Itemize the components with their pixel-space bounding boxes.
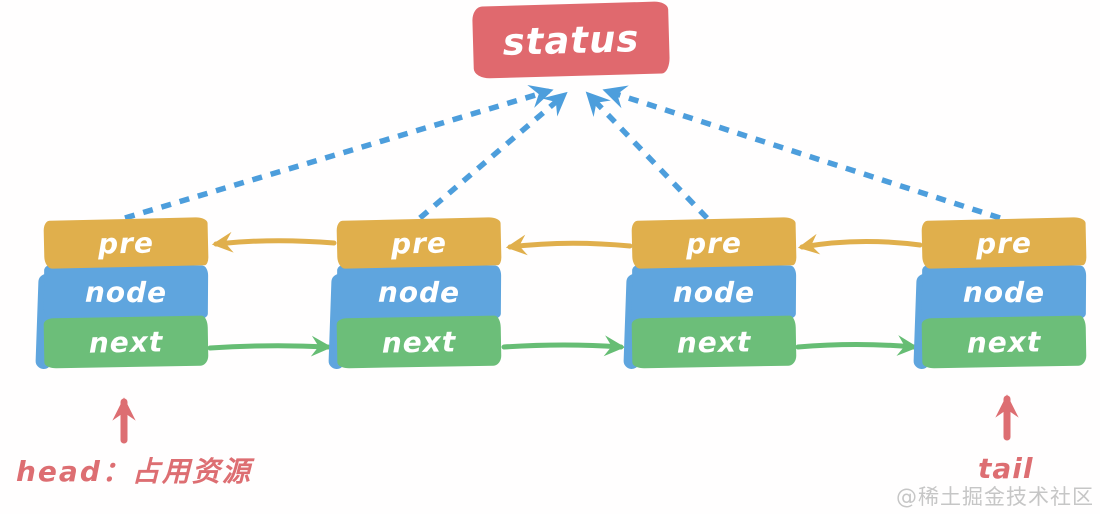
node-field-pre: pre [43, 217, 209, 269]
node-field-next: next [336, 315, 502, 369]
node-field-node: node [43, 264, 209, 320]
field-label: next [88, 324, 164, 360]
pre-pointer-arrow [211, 231, 337, 253]
status-reference-arrow [418, 91, 568, 221]
node-field-next: next [43, 315, 209, 369]
node-field-next: next [631, 315, 797, 369]
list-node-1: pre node next [35, 217, 209, 370]
node-field-next: next [921, 315, 1087, 369]
status-reference-arrow [585, 91, 709, 220]
status-reference-arrow [602, 85, 1001, 221]
pre-pointer-arrows [211, 231, 923, 256]
field-label: node [84, 275, 168, 309]
next-pointer-arrows [207, 335, 919, 357]
field-label: next [966, 324, 1042, 360]
status-reference-arrows [124, 85, 1001, 221]
node-field-pre: pre [631, 217, 797, 269]
head-annotation: head：占用资源 [16, 455, 252, 488]
status-box: status [472, 1, 670, 79]
field-label: node [672, 275, 756, 309]
next-pointer-arrow [795, 335, 919, 356]
field-label: pre [97, 225, 155, 261]
field-label: next [381, 324, 457, 360]
node-field-pre: pre [921, 217, 1087, 269]
status-reference-arrow [124, 85, 554, 221]
field-label: pre [390, 225, 448, 261]
field-label: node [962, 275, 1046, 309]
node-field-pre: pre [336, 217, 502, 269]
status-label: status [502, 16, 640, 64]
list-node-3: pre node next [623, 217, 797, 370]
watermark: @稀土掘金技术社区 [896, 485, 1094, 509]
node-field-node: node [336, 264, 502, 320]
node-field-node: node [921, 264, 1087, 320]
field-label: pre [685, 225, 743, 261]
tail-annotation: tail [978, 452, 1034, 485]
pre-pointer-arrow [505, 234, 633, 256]
field-label: node [377, 275, 461, 309]
next-pointer-arrow [207, 335, 333, 357]
field-label: next [676, 324, 752, 360]
node-field-node: node [631, 264, 797, 320]
field-label: pre [975, 225, 1033, 261]
next-pointer-arrow [501, 335, 626, 357]
pre-pointer-arrow [797, 233, 923, 255]
list-node-4: pre node next [913, 217, 1087, 370]
list-node-2: pre node next [328, 217, 502, 370]
marker-arrows [112, 394, 1019, 444]
